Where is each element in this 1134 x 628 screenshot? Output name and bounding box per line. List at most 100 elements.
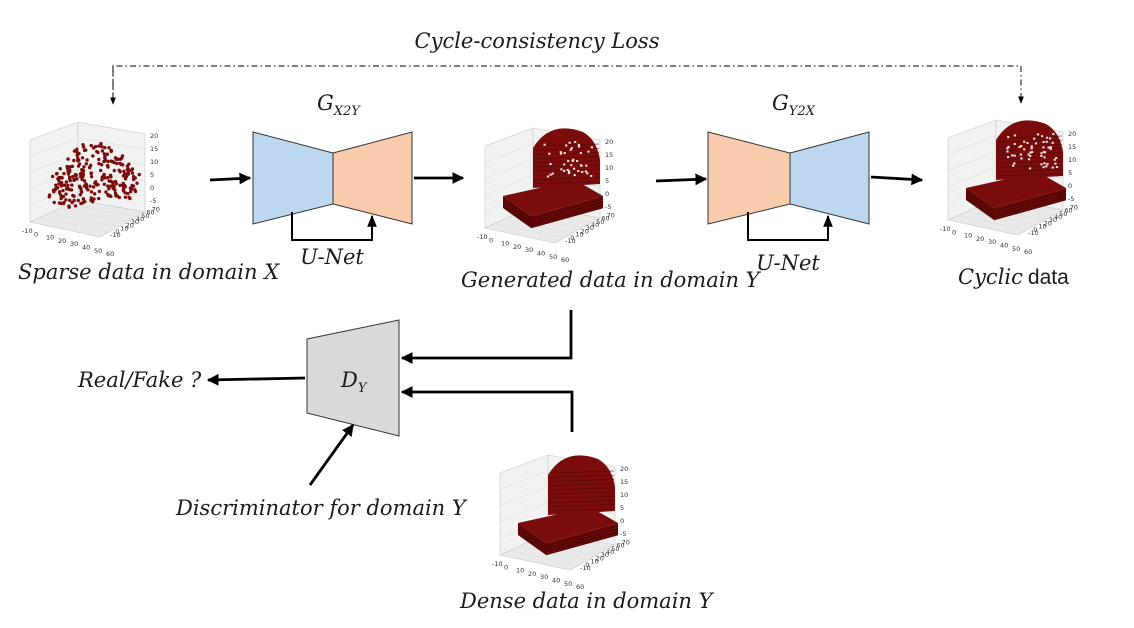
label-real-fake: Real/Fake ? [77,368,202,392]
voxel-point [77,162,82,166]
voxel-backrest [548,455,615,515]
voxel-point [118,170,122,174]
voxel-point [126,191,130,196]
voxel-point [72,149,77,153]
voxel-gap [1041,135,1044,138]
voxel-point [125,164,130,168]
y-tick-label: 70 [152,205,160,213]
voxel-point [84,186,89,190]
voxel-point [61,188,65,193]
x-tick-label: 0 [952,228,956,236]
x-tick-label: -10 [22,227,33,235]
voxel-gap [1006,150,1009,153]
voxel-gap [1043,156,1046,159]
voxel-point [88,184,92,188]
voxel-gap [576,160,579,163]
voxel-point [72,194,76,198]
voxel-point [97,157,101,162]
label-generated-y: Generated data in domain Y [461,268,762,292]
voxel-point [89,171,94,175]
y-tick-label: 70 [607,211,615,219]
voxel-gap [579,152,582,155]
voxel-point [84,162,89,166]
voxel-gap [590,146,594,149]
voxel-point [64,198,68,202]
z-tick-label: 0 [605,190,609,198]
y-tick-label: 0 [1033,226,1037,234]
y-tick-label: -10 [1028,229,1039,237]
voxel-point [103,145,107,150]
voxel-gap [1042,141,1045,144]
x-tick-label: 30 [70,240,78,248]
arrow-generated-to-disc [400,310,573,364]
z-tick-label: 15 [1068,143,1076,151]
z-tick-label: 20 [1068,130,1076,138]
y-tick-label: 20 [596,554,604,562]
voxel-gap [577,170,580,173]
x-tick-label: 10 [516,567,524,575]
x-tick-label: 40 [552,577,560,585]
y-tick-label: -10 [565,237,576,245]
voxel-gap [577,145,581,148]
voxel-gap [566,168,569,171]
voxel-point [70,183,74,187]
voxel-point [79,186,83,190]
voxel-point [52,200,56,205]
voxel-point [77,151,81,156]
voxel-gap [568,170,571,173]
voxel-point [81,174,85,179]
y-tick-label: 70 [622,538,630,546]
voxel-point [81,201,85,205]
y-tick-label: 0 [585,561,589,569]
voxel-gap [1030,147,1033,150]
voxel-point [105,163,110,168]
x-tick-label: 20 [976,235,984,243]
voxel-point [62,171,66,176]
voxel-gap [1013,134,1017,137]
voxel-point [54,183,58,187]
voxel-gap [1055,157,1058,160]
voxel-point [80,156,85,160]
y-tick-label: 60 [146,209,154,217]
x-tick-label: 0 [34,230,38,238]
voxel-gap [1046,163,1049,166]
voxel-gap [1020,144,1023,147]
voxel-gap [1047,146,1050,149]
z-tick-label: 15 [605,151,613,159]
voxel-gap [563,169,566,172]
voxel-point [89,196,93,200]
voxel-point [118,183,122,187]
voxel-point [57,178,61,183]
arrow-dense-to-disc [400,386,574,432]
voxel-point [106,175,110,180]
x-tick-label: 50 [1012,245,1020,253]
voxel-gap [560,168,563,171]
voxel-gap [1049,146,1052,149]
voxel-point [91,154,95,158]
voxel-gap [1030,145,1033,148]
y-tick-label: 20 [1044,219,1052,227]
cycle-loss-connector [110,65,1024,105]
voxel-point [65,164,69,169]
generator-x2y-label: GX2Y [317,91,361,119]
y-tick-label: 40 [136,215,144,223]
voxel-gap [1029,151,1032,154]
voxel-gap [570,147,573,150]
x-tick-label: 20 [513,243,521,251]
z-tick-label: 0 [620,517,624,525]
voxel-point [100,145,104,149]
voxel-gap [568,141,571,144]
voxel-gap [1034,142,1038,145]
voxel-point [106,184,110,188]
voxel-point [92,197,96,201]
voxel-gap [1007,136,1010,139]
voxel-point [114,161,119,166]
voxel-point [109,149,113,154]
voxel-point [61,194,66,199]
voxel-base [966,172,1066,208]
x-tick-label: 0 [489,236,493,244]
discriminator-y: DY [306,319,400,437]
voxel-point [58,167,62,171]
unet-label-2: U-Net [756,251,820,275]
